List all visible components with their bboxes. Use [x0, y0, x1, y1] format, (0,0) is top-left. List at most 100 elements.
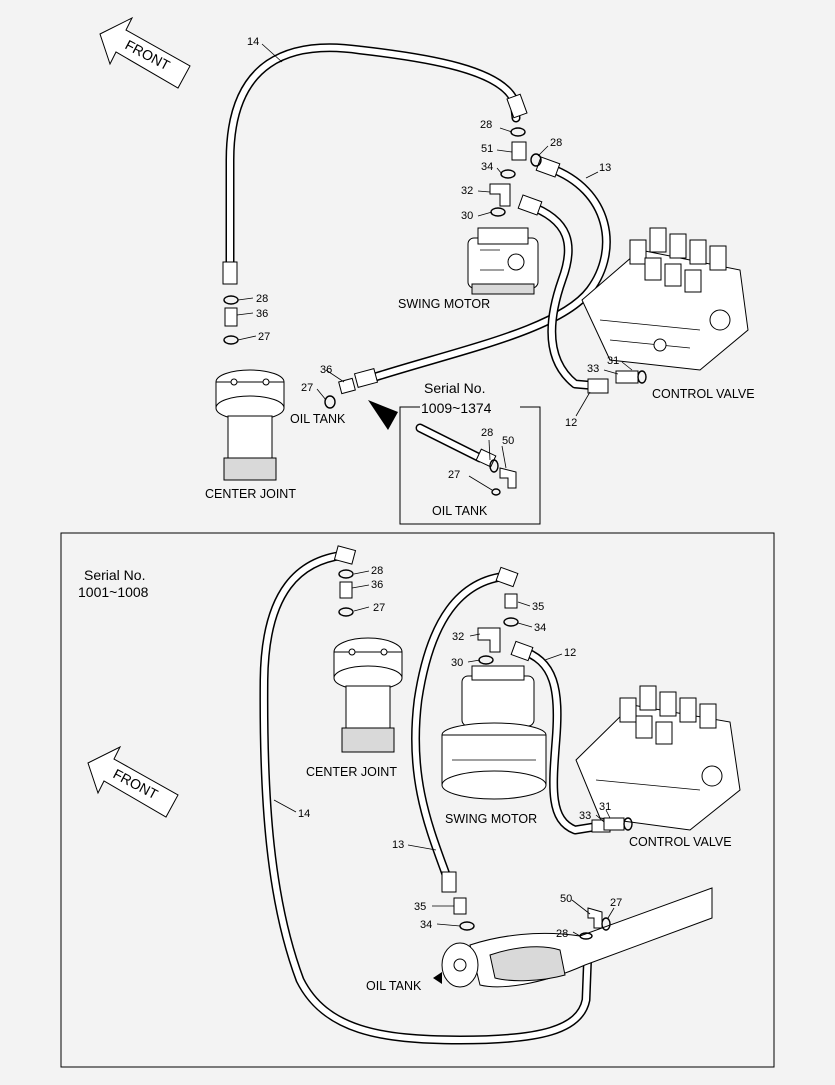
o-ring: [459, 921, 475, 931]
hose-end-fitting: [353, 368, 379, 388]
callout-27: 27: [448, 469, 460, 481]
adapter-36: [338, 377, 356, 395]
callout-35: 35: [414, 901, 426, 913]
callout-28: 28: [550, 137, 562, 149]
adapter-35: [504, 593, 518, 609]
o-ring: [503, 617, 519, 627]
o-ring: [324, 395, 336, 409]
o-ring: [637, 370, 647, 384]
callout-36: 36: [320, 364, 332, 376]
o-ring: [338, 569, 354, 579]
hose-end-fitting: [517, 194, 543, 216]
callout-50: 50: [560, 893, 572, 905]
hose-end-fitting: [222, 261, 238, 285]
tee-fitting-51: [511, 141, 527, 161]
center-joint-label: CENTER JOINT: [205, 487, 296, 501]
callout-28: 28: [480, 119, 492, 131]
callout-34: 34: [481, 161, 493, 173]
hose-end-fitting: [587, 378, 609, 394]
o-ring: [223, 335, 239, 345]
callout-36: 36: [256, 308, 268, 320]
hose-13-upper: [367, 163, 611, 383]
hose-end-fitting: [506, 93, 528, 119]
hose-12-upper: [523, 200, 603, 391]
lower-view-frame: [60, 532, 775, 1068]
oil-tank-label: OIL TANK: [366, 979, 422, 993]
o-ring: [601, 917, 611, 931]
lower-view: Serial No. 1001~1008 FRONT: [60, 532, 775, 1068]
callout-28: 28: [556, 928, 568, 940]
hose-end-fitting: [441, 871, 457, 893]
o-ring: [500, 169, 516, 179]
adapter-36: [224, 307, 238, 327]
callout-12: 12: [565, 417, 577, 429]
serial-title: Serial No.: [84, 567, 145, 583]
center-joint-upper: [215, 369, 285, 481]
swing-motor-upper: [467, 227, 539, 295]
center-joint-label: CENTER JOINT: [306, 765, 397, 779]
adapter-36: [339, 581, 353, 599]
callout-51: 51: [481, 143, 493, 155]
control-valve-upper: [581, 227, 749, 371]
o-ring: [530, 153, 542, 167]
swing-motor-label: SWING MOTOR: [445, 812, 537, 826]
hose-12-lower: [515, 645, 605, 835]
callout-32: 32: [452, 631, 464, 643]
hose-end-fitting: [333, 545, 357, 565]
callout-35: 35: [532, 601, 544, 613]
o-ring: [510, 127, 526, 137]
callout-32: 32: [461, 185, 473, 197]
o-ring: [223, 295, 239, 305]
callout-14: 14: [247, 36, 259, 48]
callout-28: 28: [481, 427, 493, 439]
serial-title: Serial No.: [424, 380, 485, 396]
callout-27: 27: [258, 331, 270, 343]
hose-14-upper: [225, 43, 521, 275]
hose-end-fitting: [510, 640, 534, 662]
callout-34: 34: [420, 919, 432, 931]
adapter-35: [453, 897, 467, 915]
callout-31: 31: [607, 355, 619, 367]
callout-33: 33: [587, 363, 599, 375]
inset-pointer: [368, 400, 398, 430]
callout-13: 13: [392, 839, 404, 851]
inset-hose: [415, 423, 517, 496]
serial-range: 1009~1374: [421, 400, 492, 416]
front-arrow-lower: FRONT: [87, 745, 179, 818]
oil-tank-lower: [433, 887, 713, 988]
serial-range: 1001~1008: [78, 584, 149, 600]
hose-13-lower: [411, 571, 513, 885]
control-valve-label: CONTROL VALVE: [629, 835, 732, 849]
callout-12: 12: [564, 647, 576, 659]
callout-28: 28: [371, 565, 383, 577]
callout-14: 14: [298, 808, 310, 820]
inset-title-bg: [420, 396, 520, 418]
swing-motor-label: SWING MOTOR: [398, 297, 490, 311]
hose-end-fitting: [535, 156, 561, 178]
control-valve-lower: [575, 685, 741, 831]
o-ring: [490, 207, 506, 217]
callout-33: 33: [579, 810, 591, 822]
callout-31: 31: [599, 801, 611, 813]
callout-34: 34: [534, 622, 546, 634]
leader-lines-lower: [273, 570, 615, 937]
oil-tank-arrow: [433, 972, 442, 984]
control-valve-label: CONTROL VALVE: [652, 387, 755, 401]
o-ring: [478, 655, 494, 665]
hose-14-lower: [259, 550, 593, 1045]
elbow-fitting-50: [587, 907, 603, 929]
adapter-31: [615, 370, 639, 384]
upper-view: FRONT: [99, 16, 755, 525]
elbow-fitting-32: [477, 627, 501, 653]
o-ring: [338, 607, 354, 617]
callout-27: 27: [301, 382, 313, 394]
callout-36: 36: [371, 579, 383, 591]
hose-end-fitting: [495, 566, 519, 588]
callout-30: 30: [451, 657, 463, 669]
callout-30: 30: [461, 210, 473, 222]
front-arrow-upper: FRONT: [99, 16, 191, 89]
callout-13: 13: [599, 162, 611, 174]
inset-oil-tank-label: OIL TANK: [432, 504, 488, 518]
adapter-31: [603, 817, 625, 831]
